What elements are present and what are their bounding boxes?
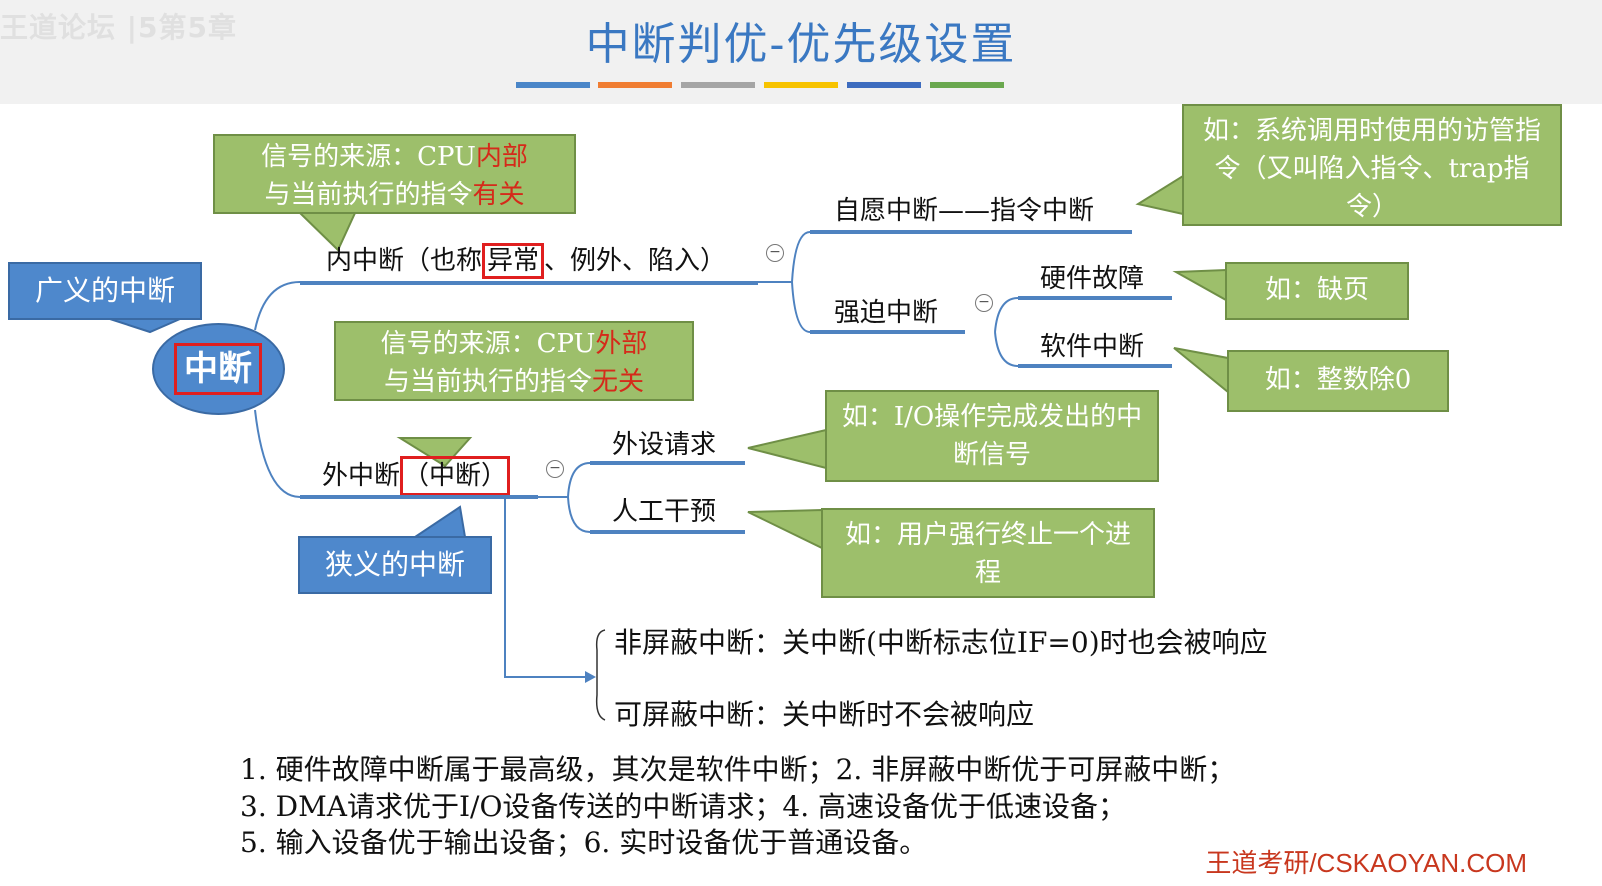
peripheral-note-callout: 如：I/O操作完成发出的中断信号: [825, 390, 1159, 482]
exception-highlight: 异常: [482, 243, 545, 279]
interrupt-highlight: （中断）: [400, 456, 511, 496]
priority-rule-line-3: 5. 输入设备优于输出设备；6. 实时设备优于普通设备。: [240, 826, 928, 859]
forced-underline: [810, 330, 965, 334]
color-bar-3: [681, 82, 755, 88]
manual-underline: [590, 530, 745, 534]
voluntary-interrupt-node: 自愿中断——指令中断: [834, 196, 1095, 226]
internal-source-callout: 信号的来源：CPU内部 与当前执行的指令有关: [213, 134, 576, 214]
peripheral-request-node: 外设请求: [612, 430, 717, 460]
hardware-fault-node: 硬件故障: [1040, 264, 1145, 294]
external-interrupt-node: 外中断（中断）: [322, 455, 511, 496]
color-bar-4: [764, 82, 838, 88]
forced-collapse-toggle[interactable]: −: [975, 294, 993, 312]
priority-rule-line-1: 1. 硬件故障中断属于最高级，其次是软件中断；2. 非屏蔽中断优于可屏蔽中断；: [240, 753, 1236, 786]
hardware-fault-underline: [1018, 296, 1172, 300]
footer-brand: 王道考研/CSKAOYAN.COM: [1205, 848, 1527, 878]
internal-collapse-toggle[interactable]: −: [766, 244, 784, 262]
external-collapse-toggle[interactable]: −: [546, 460, 564, 478]
internal-connector: [758, 281, 792, 283]
external-underline: [300, 495, 538, 499]
tag-narrow-interrupt: 狭义的中断: [298, 536, 492, 594]
manual-intervention-node: 人工干预: [612, 497, 717, 527]
watermark: 王道论坛 |5第5章: [0, 11, 237, 44]
color-bar-5: [847, 82, 921, 88]
hardware-fault-note: 如：缺页: [1225, 262, 1409, 320]
priority-rule-line-2: 3. DMA请求优于I/O设备传送的中断请求；4. 高速设备优于低速设备；: [240, 790, 1127, 823]
software-interrupt-underline: [1018, 364, 1172, 368]
tag-broad-interrupt: 广义的中断: [8, 262, 202, 320]
software-interrupt-node: 软件中断: [1040, 332, 1145, 362]
root-highlight-box: 中断: [174, 343, 262, 395]
voluntary-underline: [810, 230, 1132, 234]
manual-note-callout: 如：用户强行终止一个进程: [821, 508, 1155, 598]
root-label: 中断: [184, 349, 252, 389]
software-interrupt-note: 如：整数除0: [1227, 350, 1449, 412]
root-node: 中断: [152, 323, 285, 415]
external-source-callout: 信号的来源：CPU外部 与当前执行的指令无关: [334, 321, 694, 401]
color-bar-6: [930, 82, 1004, 88]
page-title: 中断判优-优先级设置: [585, 19, 1017, 70]
internal-interrupt-node: 内中断（也称异常、例外、陷入）: [326, 240, 726, 279]
nonmaskable-interrupt: 非屏蔽中断：关中断(中断标志位IF=0)时也会被响应: [614, 626, 1268, 659]
color-bar-2: [598, 82, 672, 88]
maskable-interrupt: 可屏蔽中断：关中断时不会被响应: [614, 698, 1035, 731]
internal-underline: [300, 281, 758, 285]
color-bar-1: [516, 82, 590, 88]
external-connector: [538, 496, 568, 498]
peripheral-underline: [590, 461, 745, 465]
voluntary-note-callout: 如：系统调用时使用的访管指令（又叫陷入指令、trap指令）: [1182, 104, 1562, 226]
forced-interrupt-node: 强迫中断: [834, 298, 939, 328]
